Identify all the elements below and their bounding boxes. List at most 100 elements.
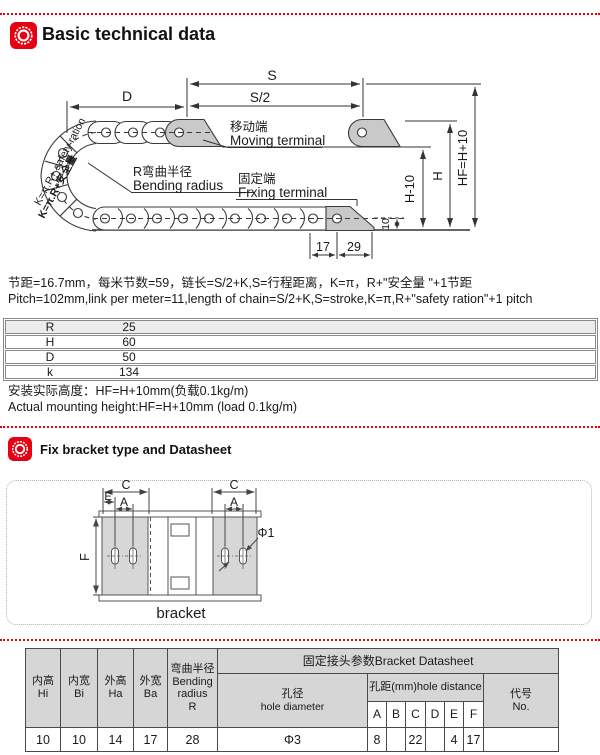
bracket-dimension-lines [93, 488, 259, 596]
dim-label-hf: HF=H+10 [455, 130, 470, 186]
dim-label-a-left: A [120, 495, 128, 509]
col-header-dist-a: A [367, 701, 387, 728]
spec-value: 25 [122, 320, 136, 334]
drag-chain-diagram: S S/2 D H-10 H HF=H+10 10 17 29 移动端 Movi… [32, 67, 481, 259]
pitch-note-en: Pitch=102mm,link per meter=11,length of … [8, 292, 533, 306]
dim-label-f: F [78, 553, 92, 561]
moving-terminal-label-en: Moving terminal [230, 133, 325, 148]
moving-terminal-bracket-right [347, 118, 401, 148]
col-header-dist-e: E [444, 701, 464, 728]
cell-dist-d [425, 727, 445, 752]
pitch-note-cn: 节距=16.7mm，每米节数=59，链长=S/2+K,S=行程距离，K=π，R+… [8, 276, 473, 290]
cell-dist-e: 4 [444, 727, 464, 752]
bracket-caption: bracket [156, 605, 206, 622]
cell-no [482, 727, 560, 752]
col-header-no: 代号 No. [482, 673, 560, 728]
dim-label-h: H [430, 171, 445, 180]
ring-icon [11, 440, 29, 458]
moving-terminal-bracket [164, 118, 222, 148]
cell-radius: 28 [167, 727, 218, 752]
col-header-dist-d: D [425, 701, 445, 728]
col-header-hole-en: hole diameter [260, 701, 325, 713]
spec-row-k: k 134 [5, 365, 596, 379]
divider-dotted-red-top [0, 13, 600, 15]
col-header-hi: 内高 Hi [25, 648, 61, 728]
dim-label-d: D [122, 88, 132, 104]
dim-label-10: 10 [380, 218, 392, 230]
moving-terminal-label-cn: 移动端 [230, 120, 268, 134]
dim-label-e: E [104, 491, 111, 503]
section-bullet-icon [10, 22, 37, 49]
cell-hole-diameter: Φ3 [217, 727, 368, 752]
col-header-no-en: No. [512, 700, 530, 713]
datasheet-data-row: 10 10 14 17 28 Φ3 8 22 4 17 [25, 727, 560, 752]
col-header-radius-l2: Bending [172, 675, 213, 688]
col-header-dist-f: F [463, 701, 484, 728]
col-header-bi-en: Bi [74, 688, 84, 700]
cell-bi: 10 [60, 727, 98, 752]
col-header-hi-en: Hi [37, 688, 49, 700]
cell-dist-c: 22 [405, 727, 426, 752]
col-header-radius-l4: R [188, 700, 197, 713]
col-header-hole-cn: 孔径 [281, 688, 304, 700]
label-leaders [87, 139, 358, 206]
chain-top-run [87, 118, 222, 148]
col-header-hi-cn: 内高 [32, 675, 54, 687]
spec-label: H [45, 335, 55, 349]
col-header-ha-en: Ha [108, 688, 123, 700]
bracket-diagram-box [6, 480, 592, 625]
col-header-ba: 外宽 Ba [133, 648, 168, 728]
mounting-note-cn: 安装实际高度：HF=H+10mm(负载0.1kg/m) [8, 384, 249, 398]
spec-label: D [45, 350, 55, 364]
spec-value: 134 [118, 365, 140, 379]
bracket-diagram: C C E A A F Φ1 bracket [78, 480, 275, 622]
fixing-terminal-label-cn: 固定端 [238, 171, 276, 186]
cell-dist-a: 8 [367, 727, 387, 752]
col-header-bi: 内宽 Bi [60, 648, 98, 728]
dim-label-h10: H-10 [402, 175, 417, 203]
spec-row-r: R 25 [5, 320, 596, 334]
cell-dist-f: 17 [463, 727, 484, 752]
spec-value: 50 [122, 350, 136, 364]
dim-label-c-right: C [229, 480, 238, 492]
ring-icon [14, 26, 33, 45]
dim-label-s2: S/2 [250, 90, 270, 105]
chain-bottom-run [92, 205, 404, 232]
bracket-datasheet-table: 内高 Hi 内宽 Bi 外高 Ha 外宽 Ba 弯曲半径 Bending rad… [25, 648, 560, 752]
col-header-radius-l1: 弯曲半径 [170, 663, 215, 675]
col-header-radius-l3: radius [177, 688, 208, 700]
datasheet-header-row-2: 孔径 hole diameter 孔距(mm)hole distance 代号 … [26, 673, 560, 728]
hole-diameter-callout: Φ1 [258, 526, 275, 540]
dim-label-29: 29 [347, 240, 361, 254]
dim-label-c-left: C [121, 480, 130, 492]
chain-curve [40, 120, 97, 232]
col-header-hole-distance: 孔距(mm)hole distance [367, 673, 484, 702]
section-bullet-icon-2 [8, 437, 32, 461]
divider-dotted-red-bottom [0, 639, 600, 641]
datasheet-header-row-3: A B C D E F [26, 701, 559, 728]
spec-value: 60 [122, 335, 136, 349]
dim-label-s: S [267, 67, 276, 83]
col-header-ba-en: Ba [143, 688, 158, 700]
fixing-terminal-label-en: Frxing terminal [238, 185, 327, 200]
col-header-bi-cn: 内宽 [68, 675, 90, 687]
section-title-bracket: Fix bracket type and Datasheet [40, 442, 232, 457]
dim-label-a-right: A [230, 495, 238, 509]
spec-label: R [45, 320, 55, 334]
col-header-ba-cn: 外宽 [139, 675, 162, 687]
mounting-note-en: Actual mounting height:HF=H+10mm (load 0… [8, 400, 298, 414]
spec-row-h: H 60 [5, 335, 596, 349]
cell-ha: 14 [97, 727, 134, 752]
col-header-no-cn: 代号 [510, 687, 533, 700]
col-header-ha-cn: 外高 [104, 675, 127, 687]
col-header-dist-c: C [405, 701, 426, 728]
datasheet-header-row-1: 内高 Hi 内宽 Bi 外高 Ha 外宽 Ba 弯曲半径 Bending rad… [25, 648, 560, 728]
dimension-lines [66, 78, 481, 259]
cell-dist-b [386, 727, 406, 752]
dim-label-17: 17 [316, 240, 330, 254]
col-header-hole-diameter: 孔径 hole diameter [217, 673, 368, 728]
section-title-basic: Basic technical data [42, 24, 216, 44]
spec-label: k [47, 365, 53, 379]
spec-row-d: D 50 [5, 350, 596, 364]
spec-table: R 25 H 60 D 50 k 134 [3, 318, 598, 381]
